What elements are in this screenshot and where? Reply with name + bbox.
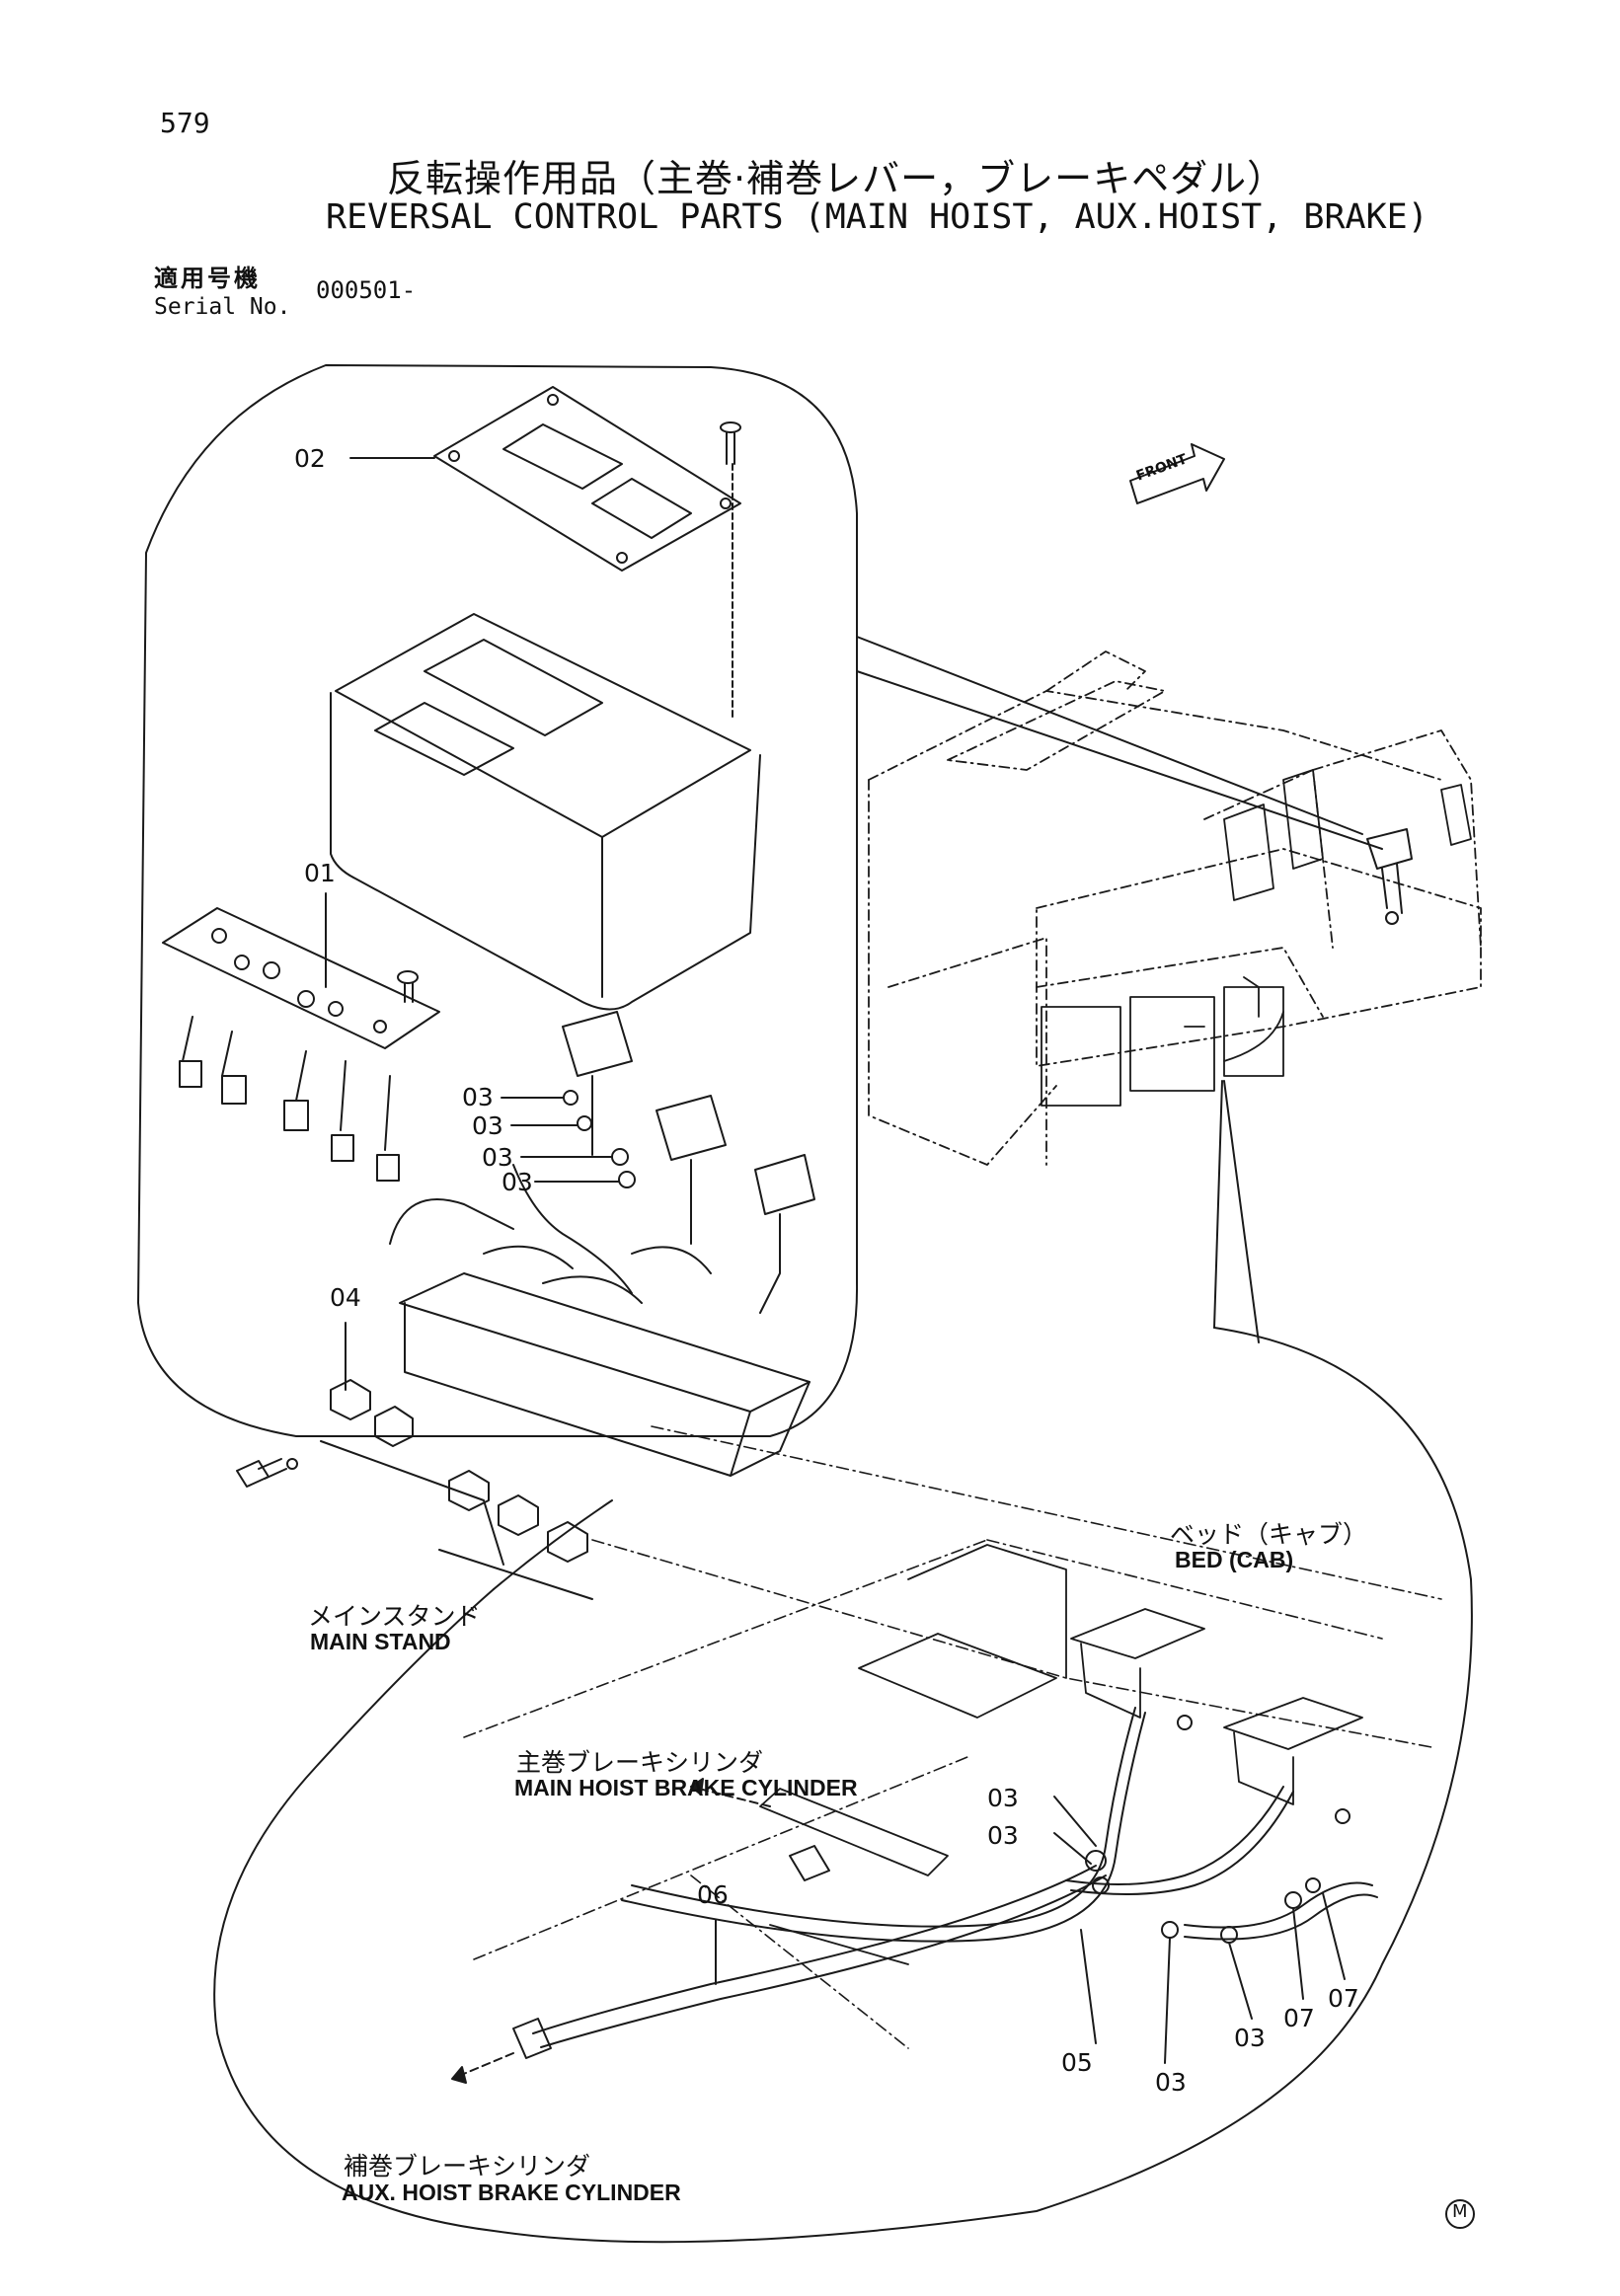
main-stand-label-english: MAIN STAND (310, 1629, 451, 1654)
cab-bed-panels (759, 1544, 1363, 1965)
hose-end-fittings (512, 1715, 1350, 2059)
callout-05: 05 (1061, 2048, 1093, 2077)
screw-icon (397, 970, 419, 1003)
callout-03: 03 (1155, 2068, 1187, 2097)
callout-01: 01 (304, 859, 336, 887)
main-hoist-brake-label-japanese: 主巻ブレーキシリンダ (516, 1748, 764, 1777)
main-stand-label-japanese: メインスタンド (308, 1602, 481, 1631)
aux-hoist-brake-label-english: AUX. HOIST BRAKE CYLINDER (342, 2180, 681, 2205)
main-hoist-brake-label-english: MAIN HOIST BRAKE CYLINDER (514, 1775, 858, 1800)
part-01-switch-panel (162, 907, 440, 1182)
page-title-english: REVERSAL CONTROL PARTS (MAIN HOIST, AUX.… (326, 197, 1428, 237)
m-mark-circle (1445, 2199, 1475, 2229)
bolt-icon (236, 1458, 298, 1488)
cab-lever-unit (1366, 828, 1413, 925)
main-hoist-arrow-head (690, 1778, 704, 1796)
aux-hoist-arrow-head (451, 2066, 467, 2084)
part-03-fittings (563, 1090, 636, 1188)
bed-cab-label-japanese: ベッド（キャブ） (1170, 1520, 1368, 1549)
lever-assembly (389, 1011, 815, 1477)
cab-bed-structure (463, 1425, 1442, 2049)
callout-07: 07 (1283, 2004, 1315, 2032)
callout-03: 03 (987, 1784, 1019, 1812)
callout-03: 03 (482, 1143, 513, 1172)
serial-label-english: Serial No. (154, 294, 291, 320)
serial-label-japanese: 適用号機 (154, 265, 261, 292)
callout-03: 03 (501, 1168, 533, 1196)
m-mark: M (1452, 2201, 1468, 2222)
machine-body (868, 651, 1482, 1166)
callout-03: 03 (1234, 2024, 1266, 2052)
main-hoist-arrow (690, 1786, 771, 1807)
screw-icon (720, 421, 741, 465)
serial-number-value: 000501- (316, 276, 417, 304)
part-02-cover-plate (433, 386, 741, 572)
callout-03: 03 (472, 1111, 503, 1140)
machine-hose (1184, 976, 1284, 1062)
detail-leader-line (856, 636, 1363, 835)
part-04-brackets (320, 1379, 593, 1600)
aux-hoist-brake-label-japanese: 補巻ブレーキシリンダ (344, 2152, 591, 2181)
callout-03: 03 (987, 1821, 1019, 1850)
lever-cover-housing (330, 613, 761, 1011)
machine-compartments (1041, 769, 1472, 1107)
callout-07: 07 (1328, 1984, 1359, 2013)
page-number: 579 (160, 107, 210, 139)
callout-06: 06 (697, 1880, 729, 1909)
cab-bed-detail-outline (213, 1327, 1473, 2244)
detail-leader-line (1223, 1080, 1260, 1343)
main-stand-detail-outline (137, 364, 859, 1437)
callout-03: 03 (462, 1083, 494, 1111)
detail-leader-line (1213, 1080, 1223, 1329)
detail-leader-line (856, 670, 1383, 850)
bed-cab-label-english: BED (CAB) (1175, 1547, 1294, 1572)
front-arrow-icon (1129, 443, 1225, 504)
callout-02: 02 (294, 444, 326, 473)
callout-04: 04 (330, 1283, 361, 1312)
cab-bed-detail-outline-top (493, 1499, 613, 1590)
brake-hose-lines (532, 1707, 1378, 2048)
page-title-japanese: 反転操作用品（主巻·補巻レバー，ブレーキペダル） (387, 157, 1286, 200)
